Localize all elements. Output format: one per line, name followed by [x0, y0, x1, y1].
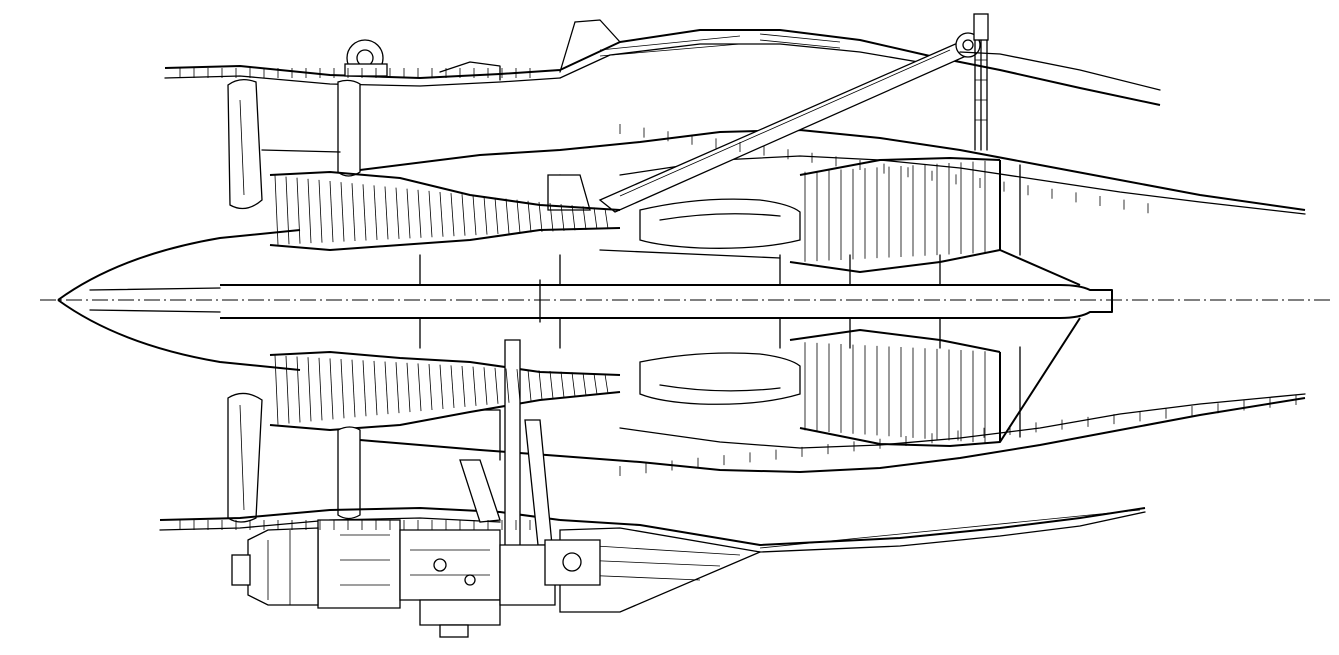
- combustion-chamber-top: [599, 198, 801, 259]
- detail-line: [362, 360, 367, 417]
- detail-line: [340, 359, 345, 419]
- detail-line: [417, 363, 422, 412]
- detail-line: [439, 191, 444, 237]
- detail-line: [604, 208, 609, 229]
- exhaust-cone-top: [999, 160, 1081, 286]
- detail-line: [571, 372, 576, 397]
- detail-line: [406, 362, 411, 413]
- detail-line: [571, 205, 576, 231]
- fan-case-bottom: [227, 392, 361, 523]
- compressor-stages-top: [269, 171, 621, 251]
- turbine-bottom: [789, 329, 1001, 447]
- thrust-reverser-strut: [459, 339, 553, 601]
- core-cowl-top: [359, 129, 1306, 215]
- detail-line: [450, 193, 455, 237]
- detail-line: [439, 364, 444, 409]
- combustion-chamber-bottom: [639, 352, 801, 405]
- detail-line: [483, 367, 488, 405]
- detail-line: [516, 369, 521, 402]
- detail-line: [549, 202, 554, 232]
- detail-line: [461, 365, 466, 407]
- turbine-top: [789, 157, 1001, 273]
- detail-line: [340, 182, 345, 242]
- detail-line: [384, 361, 389, 415]
- detail-line: [318, 357, 323, 421]
- detail-line: [417, 189, 422, 238]
- detail-line: [538, 201, 543, 232]
- detail-line: [505, 198, 510, 234]
- detail-line: [395, 187, 400, 239]
- outer-bypass-duct-top: [164, 19, 1161, 106]
- detail-line: [428, 364, 433, 411]
- detail-line: [384, 186, 389, 240]
- detail-line: [329, 180, 334, 243]
- detail-line: [505, 368, 510, 403]
- detail-line: [351, 359, 356, 418]
- detail-line: [274, 355, 279, 425]
- lower-fairing: [559, 527, 763, 613]
- nose-cone: [57, 229, 301, 371]
- detail-line: [560, 204, 565, 231]
- detail-line: [560, 371, 565, 398]
- detail-line: [307, 178, 312, 244]
- detail-line: [274, 175, 279, 245]
- detail-line: [395, 362, 400, 414]
- detail-line: [593, 207, 598, 230]
- detail-line: [494, 367, 499, 404]
- detail-line: [373, 185, 378, 240]
- detail-line: [494, 197, 499, 235]
- detail-line: [527, 200, 532, 233]
- detail-line: [296, 177, 301, 244]
- top-gearbox-housing: [344, 39, 501, 81]
- fuel-pump: [544, 539, 601, 586]
- detail-line: [516, 199, 521, 234]
- detail-line: [604, 374, 609, 394]
- accessory-gearbox: [317, 519, 556, 638]
- detail-line: [472, 366, 477, 406]
- detail-line: [538, 370, 543, 400]
- blade-and-rib-details: [179, 68, 1297, 530]
- bellcrank-link-top: [547, 13, 1161, 213]
- detail-line: [285, 355, 290, 424]
- starter-generator: [231, 527, 319, 606]
- detail-line: [472, 195, 477, 236]
- core-cowl-bottom: [359, 393, 1306, 473]
- detail-line: [296, 356, 301, 423]
- compressor-stages-bottom: [269, 351, 621, 431]
- detail-line: [373, 360, 378, 416]
- detail-line: [329, 358, 334, 420]
- detail-line: [362, 184, 367, 241]
- detail-line: [351, 183, 356, 242]
- fan-case-top: [227, 78, 361, 210]
- detail-line: [406, 188, 411, 239]
- detail-line: [428, 190, 433, 238]
- detail-line: [307, 357, 312, 422]
- detail-line: [461, 194, 466, 236]
- exhaust-cone-bottom: [999, 317, 1081, 443]
- detail-line: [527, 369, 532, 401]
- detail-line: [450, 365, 455, 408]
- detail-line: [593, 373, 598, 395]
- detail-line: [318, 179, 323, 243]
- detail-line: [582, 372, 587, 396]
- main-shaft: [220, 279, 1113, 323]
- detail-line: [285, 176, 290, 245]
- detail-line: [483, 196, 488, 235]
- detail-line: [582, 206, 587, 230]
- detail-line: [549, 370, 554, 399]
